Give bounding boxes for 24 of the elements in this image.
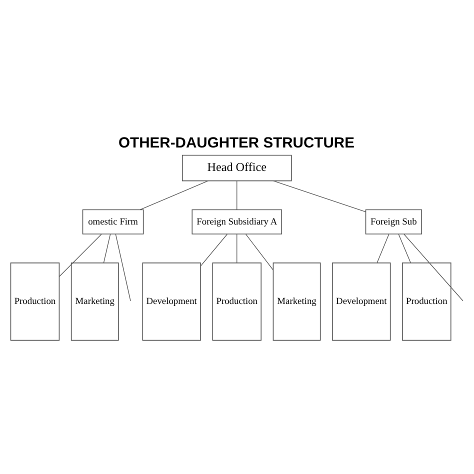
node-box: Marketing bbox=[70, 262, 119, 341]
node-box: Production bbox=[212, 262, 262, 341]
node-box: Foreign Sub bbox=[365, 209, 422, 234]
node-box: Production bbox=[402, 262, 452, 341]
node-box: Production bbox=[10, 262, 60, 341]
connector bbox=[376, 234, 390, 264]
diagram-title: OTHER-DAUGHTER STRUCTURE bbox=[118, 136, 354, 152]
node-box: Marketing bbox=[272, 262, 321, 341]
node-box: Head Office bbox=[182, 154, 292, 182]
connector bbox=[200, 234, 228, 266]
connector bbox=[404, 234, 464, 302]
connector bbox=[236, 180, 238, 210]
connector bbox=[245, 234, 274, 270]
connector bbox=[115, 234, 131, 302]
node-box: Development bbox=[142, 262, 201, 341]
connector bbox=[140, 180, 208, 210]
node-box: Development bbox=[332, 262, 391, 341]
connector bbox=[398, 234, 411, 264]
connector bbox=[103, 234, 111, 264]
connector bbox=[272, 180, 366, 212]
node-box: omestic Firm bbox=[82, 209, 144, 234]
node-box: Foreign Subsidiary A bbox=[192, 209, 282, 234]
connector bbox=[59, 234, 102, 277]
connector bbox=[236, 234, 238, 264]
